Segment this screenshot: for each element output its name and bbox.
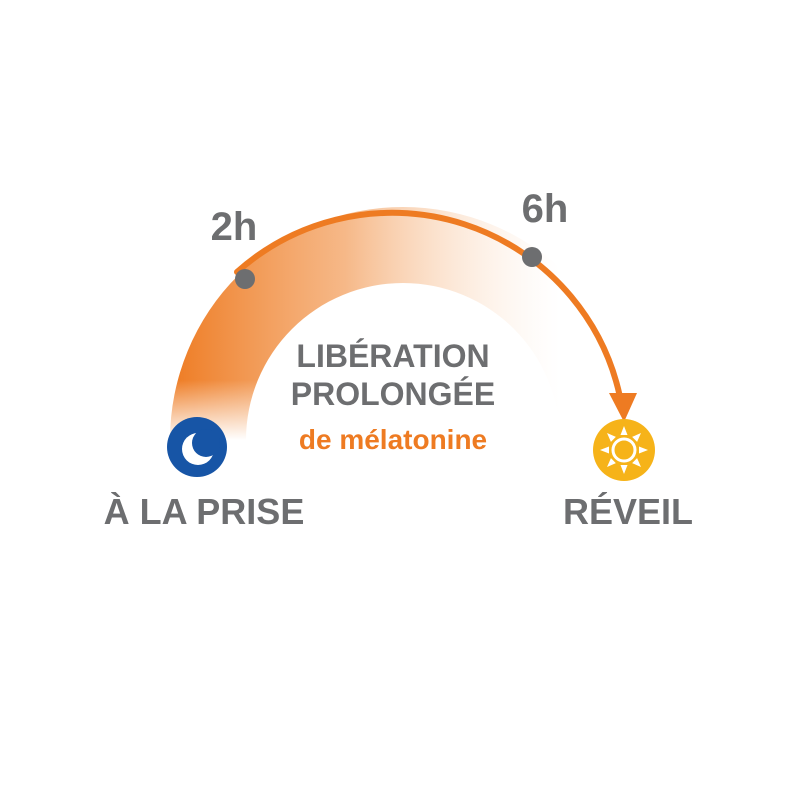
center-title-line2: PROLONGÉE — [291, 376, 495, 412]
start-label: À LA PRISE — [104, 491, 305, 532]
moon-icon — [167, 417, 227, 477]
milestone-label-2h: 2h — [211, 205, 258, 249]
milestone-dot-2h — [235, 269, 255, 289]
milestone-dot-6h — [522, 247, 542, 267]
milestone-label-6h: 6h — [522, 187, 569, 231]
center-title-line1: LIBÉRATION — [296, 338, 489, 374]
sun-icon — [593, 419, 655, 481]
timeline-arc — [234, 209, 623, 400]
end-label: RÉVEIL — [563, 491, 693, 532]
release-band — [170, 207, 636, 440]
timeline-arrowhead — [609, 393, 637, 422]
center-subtitle: de mélatonine — [299, 424, 487, 455]
